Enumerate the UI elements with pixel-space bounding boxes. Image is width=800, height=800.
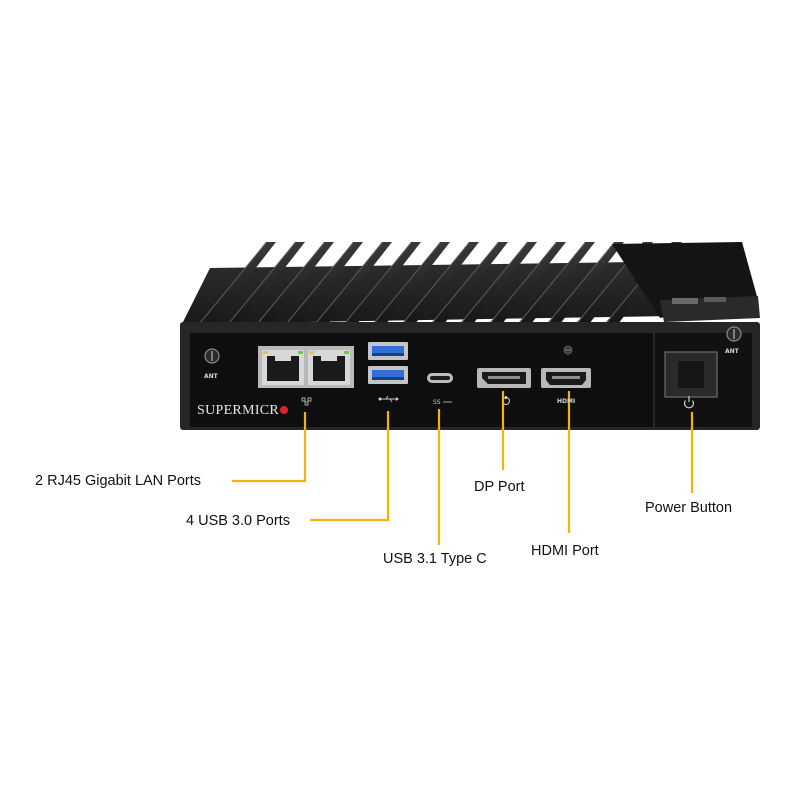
heatsink-fin-edge [489, 242, 557, 324]
brand-logo: SUPERMICR [197, 403, 289, 418]
heatsink-fin [200, 242, 276, 324]
heatsink-fin [548, 242, 624, 324]
antenna-right-label: ANT [725, 348, 739, 355]
power-icon [683, 396, 695, 409]
heatsink-fin [374, 242, 450, 324]
callout-dp-label: DP Port [474, 479, 525, 495]
callout-lan-label: 2 RJ45 Gigabit LAN Ports [35, 473, 202, 489]
leader-line-lan [232, 412, 307, 483]
heatsink-fin-edge [460, 242, 528, 324]
svg-text:SS: SS [433, 399, 441, 406]
hdmi-mark: HDMI [557, 398, 576, 405]
heatsink-fin-edge [228, 242, 296, 324]
antenna-right-icon [726, 326, 742, 342]
heatsink-fin-edge [547, 242, 615, 324]
heatsink-fin [287, 242, 363, 324]
callout-usbc-label: USB 3.1 Type C [383, 551, 487, 567]
hdmi-port [541, 368, 591, 388]
screw-icon [563, 345, 573, 355]
heatsink-fin [229, 242, 305, 324]
callout-hdmi-label: HDMI Port [531, 543, 599, 559]
heatsink-fin-edge [431, 242, 499, 324]
callout-power-label: Power Button [645, 500, 733, 516]
antenna-left-label: ANT [204, 373, 218, 380]
network-icon [301, 397, 312, 406]
heatsink-fin-edge [315, 242, 383, 324]
heatsink-fin [432, 242, 508, 324]
heatsink-fin-edge [373, 242, 441, 324]
side-cover-slot [704, 297, 726, 302]
heatsink-fin [316, 242, 392, 324]
heatsink-fin-edge [286, 242, 354, 324]
heatsink-fin-edge [344, 242, 412, 324]
heatsink-fin-edge [199, 242, 267, 324]
heatsink-fin [461, 242, 537, 324]
heatsink-fin-edge [402, 242, 470, 324]
usb-icon [378, 395, 399, 403]
heatsink-fin [490, 242, 566, 324]
heatsink-fin-edge [257, 242, 325, 324]
heatsink-fin [519, 242, 595, 324]
heatsink-fin [345, 242, 421, 324]
leader-lines [232, 391, 694, 545]
usb3-ports [368, 342, 408, 384]
leader-line-usb3 [310, 411, 390, 522]
heatsink-fin-edge [518, 242, 586, 324]
usb-type-c-port [427, 373, 453, 383]
power-button [664, 351, 718, 398]
heatsink-fin [258, 242, 334, 324]
side-cover-slot [672, 298, 698, 304]
rj45-ports [258, 346, 354, 388]
displayport-port [477, 368, 531, 388]
heatsink-fin [403, 242, 479, 324]
callout-usb3-label: 4 USB 3.0 Ports [186, 513, 290, 529]
usb-superspeed-icon: SS [433, 399, 452, 406]
antenna-left-icon [204, 348, 220, 364]
brand-text: SUPERMICR [197, 403, 280, 418]
brand-dot-icon [280, 406, 289, 414]
